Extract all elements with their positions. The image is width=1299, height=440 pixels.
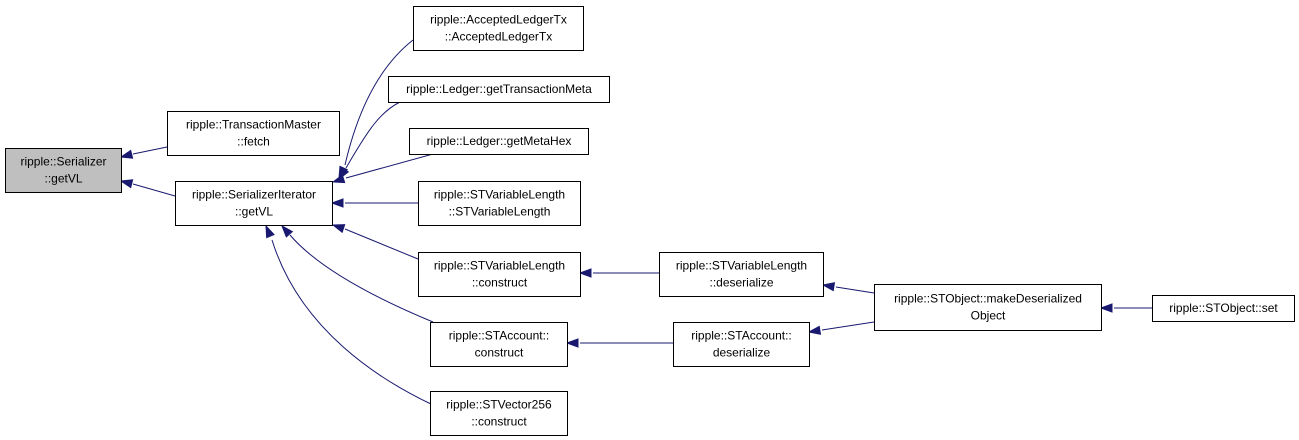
node-box bbox=[673, 322, 810, 367]
nodes: ripple::Serializer::getVL ripple::Transac… bbox=[5, 6, 1295, 436]
node-label-line: ::AcceptedLedgerTx bbox=[445, 30, 552, 44]
node-label-line: ripple::Ledger::getMetaHex bbox=[427, 134, 572, 148]
node-label-line: ripple::Serializer bbox=[20, 155, 106, 169]
edge-staccount-deserialize-to-staccount-construct bbox=[565, 338, 673, 348]
edge-line bbox=[132, 146, 168, 155]
node-box bbox=[167, 111, 340, 156]
edge-ledger-gettxmeta-to-seriter-getvl bbox=[338, 101, 401, 181]
edge-seriter-getvl-to-serializer-getvl bbox=[119, 179, 176, 197]
node-label-line: ripple::STAccount:: bbox=[449, 329, 550, 343]
node-box bbox=[409, 128, 589, 155]
edge-stvl-construct-to-seriter-getvl bbox=[331, 224, 419, 260]
edge-acceptedledgertx-to-seriter-getvl bbox=[338, 39, 414, 180]
edge-line bbox=[289, 234, 434, 323]
arrowhead-icon bbox=[119, 179, 134, 189]
node-label-line: ::construct bbox=[472, 276, 528, 290]
arrowhead-icon bbox=[281, 224, 294, 238]
node-label-line: ::getVL bbox=[235, 205, 273, 219]
node-label-line: ripple::STVariableLength bbox=[434, 259, 565, 273]
node-box bbox=[418, 252, 581, 297]
node-ledger-gettxmeta[interactable]: ripple::Ledger::getTransactionMeta bbox=[388, 76, 610, 103]
node-box bbox=[175, 181, 333, 226]
edge-stvector256-construct-to-seriter-getvl bbox=[265, 224, 434, 406]
edge-line bbox=[344, 39, 414, 166]
node-label-line: ::fetch bbox=[237, 135, 270, 149]
edge-line bbox=[345, 101, 401, 169]
node-acceptedledgertx[interactable]: ripple::AcceptedLedgerTx::AcceptedLedger… bbox=[413, 6, 584, 51]
node-label-line: ripple::AcceptedLedgerTx bbox=[430, 13, 567, 27]
arrowhead-icon bbox=[1099, 303, 1113, 313]
edge-stvl-deserialize-to-stvl-construct bbox=[578, 268, 659, 278]
node-box bbox=[659, 252, 824, 297]
arrowhead-icon bbox=[119, 149, 134, 159]
node-label-line: ::deserialize bbox=[709, 276, 773, 290]
node-seriter-getvl[interactable]: ripple::SerializerIterator::getVL bbox=[175, 181, 333, 226]
node-label-line: ripple::STAccount:: bbox=[691, 329, 792, 343]
node-stvl-deserialize[interactable]: ripple::STVariableLength::deserialize bbox=[659, 252, 824, 297]
node-label-line: construct bbox=[475, 346, 524, 360]
arrowhead-icon bbox=[265, 224, 275, 239]
edge-staccount-construct-to-seriter-getvl bbox=[281, 224, 434, 323]
edge-stobject-makedeserialized-to-staccount-deserialize bbox=[807, 321, 875, 335]
arrowhead-icon bbox=[821, 282, 836, 292]
node-label-line: ::construct bbox=[471, 415, 527, 429]
edge-txmaster-fetch-to-serializer-getvl bbox=[119, 146, 168, 159]
node-label-line: ripple::STVariableLength bbox=[676, 259, 807, 273]
node-box bbox=[874, 284, 1102, 331]
arrowhead-icon bbox=[331, 174, 346, 184]
node-label-line: ::STVariableLength bbox=[449, 205, 551, 219]
edge-stvl-ctor-to-seriter-getvl bbox=[330, 198, 418, 208]
edge-line bbox=[271, 239, 434, 406]
node-label-line: deserialize bbox=[713, 346, 771, 360]
node-label-line: ::getVL bbox=[44, 172, 82, 186]
node-label-line: ripple::STObject::set bbox=[1169, 301, 1278, 315]
node-label-line: ripple::STVariableLength bbox=[434, 188, 565, 202]
edge-ledger-getmetahex-to-seriter-getvl bbox=[331, 153, 434, 184]
edge-stobject-makedeserialized-to-stvl-deserialize bbox=[821, 282, 875, 294]
edge-stobject-set-to-stobject-makedeserialized bbox=[1099, 303, 1152, 313]
arrowhead-icon bbox=[807, 325, 822, 335]
node-ledger-getmetahex[interactable]: ripple::Ledger::getMetaHex bbox=[409, 128, 589, 155]
node-box bbox=[5, 148, 122, 193]
edge-line bbox=[345, 153, 434, 179]
node-stvector256-construct[interactable]: ripple::STVector256::construct bbox=[430, 391, 568, 436]
node-box bbox=[430, 322, 568, 367]
node-stvl-construct[interactable]: ripple::STVariableLength::construct bbox=[418, 252, 581, 297]
node-box bbox=[388, 76, 610, 103]
node-label-line: Object bbox=[971, 309, 1006, 323]
node-label-line: ripple::TransactionMaster bbox=[186, 118, 321, 132]
edge-line bbox=[344, 228, 419, 260]
arrowhead-icon bbox=[565, 338, 579, 348]
node-label-line: ripple::Ledger::getTransactionMeta bbox=[406, 82, 592, 96]
node-box bbox=[1152, 295, 1295, 322]
edge-line bbox=[132, 183, 176, 197]
node-box bbox=[430, 391, 568, 436]
edge-line bbox=[835, 286, 875, 294]
edges bbox=[119, 39, 1152, 406]
node-staccount-deserialize[interactable]: ripple::STAccount::deserialize bbox=[673, 322, 810, 367]
node-txmaster-fetch[interactable]: ripple::TransactionMaster::fetch bbox=[167, 111, 340, 156]
node-box bbox=[418, 181, 581, 226]
node-serializer-getvl[interactable]: ripple::Serializer::getVL bbox=[5, 148, 122, 193]
arrowhead-icon bbox=[331, 224, 346, 234]
node-label-line: ripple::SerializerIterator bbox=[192, 188, 316, 202]
node-staccount-construct[interactable]: ripple::STAccount::construct bbox=[430, 322, 568, 367]
node-stvl-ctor[interactable]: ripple::STVariableLength::STVariableLeng… bbox=[418, 181, 581, 226]
edge-line bbox=[821, 321, 875, 331]
node-stobject-set[interactable]: ripple::STObject::set bbox=[1152, 295, 1295, 322]
node-label-line: ripple::STObject::makeDeserialized bbox=[894, 292, 1082, 306]
arrowhead-icon bbox=[330, 198, 344, 208]
node-label-line: ripple::STVector256 bbox=[446, 398, 552, 412]
node-box bbox=[413, 6, 584, 51]
arrowhead-icon bbox=[578, 268, 592, 278]
